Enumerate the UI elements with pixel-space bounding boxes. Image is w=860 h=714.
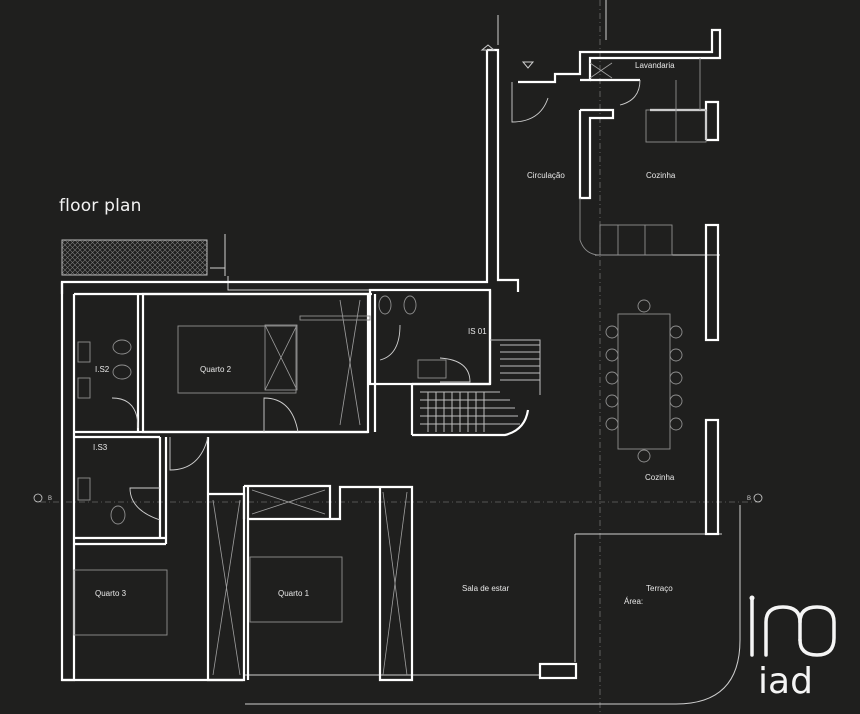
section-mark-right: B [747, 496, 751, 502]
plan-title: floor plan [59, 196, 142, 216]
label-cozinha-top: Cozinha [646, 171, 676, 180]
label-circulacao: Circulação [527, 171, 565, 180]
section-mark-left: B [48, 496, 52, 502]
balcony-hatch [61, 239, 208, 276]
label-is-3: I.S3 [93, 443, 108, 452]
wardrobe-marks [212, 62, 613, 676]
thin-outlines [210, 0, 741, 705]
walls [60, 28, 722, 682]
label-terraco: Terraço [646, 584, 673, 593]
label-sala: Sala de estar [462, 584, 509, 593]
label-cozinha-dining: Cozinha [645, 473, 675, 482]
room-labels: Lavandaria Circulação Cozinha Quarto 2 I… [93, 61, 676, 606]
label-is-2: I.S2 [95, 365, 110, 374]
label-quarto-3: Quarto 3 [95, 589, 127, 598]
iad-wordmark: iad [758, 661, 813, 702]
label-lavandaria: Lavandaria [635, 61, 675, 70]
door-swings [111, 79, 641, 521]
markers [480, 44, 535, 69]
label-area: Área: [624, 597, 643, 606]
furniture [73, 58, 707, 636]
axis-lines [40, 0, 760, 714]
label-quarto-1: Quarto 1 [278, 589, 310, 598]
iad-logo [749, 595, 836, 657]
label-is-01: IS 01 [468, 327, 487, 336]
section-marks: B B [33, 493, 763, 503]
label-quarto-2: Quarto 2 [200, 365, 232, 374]
